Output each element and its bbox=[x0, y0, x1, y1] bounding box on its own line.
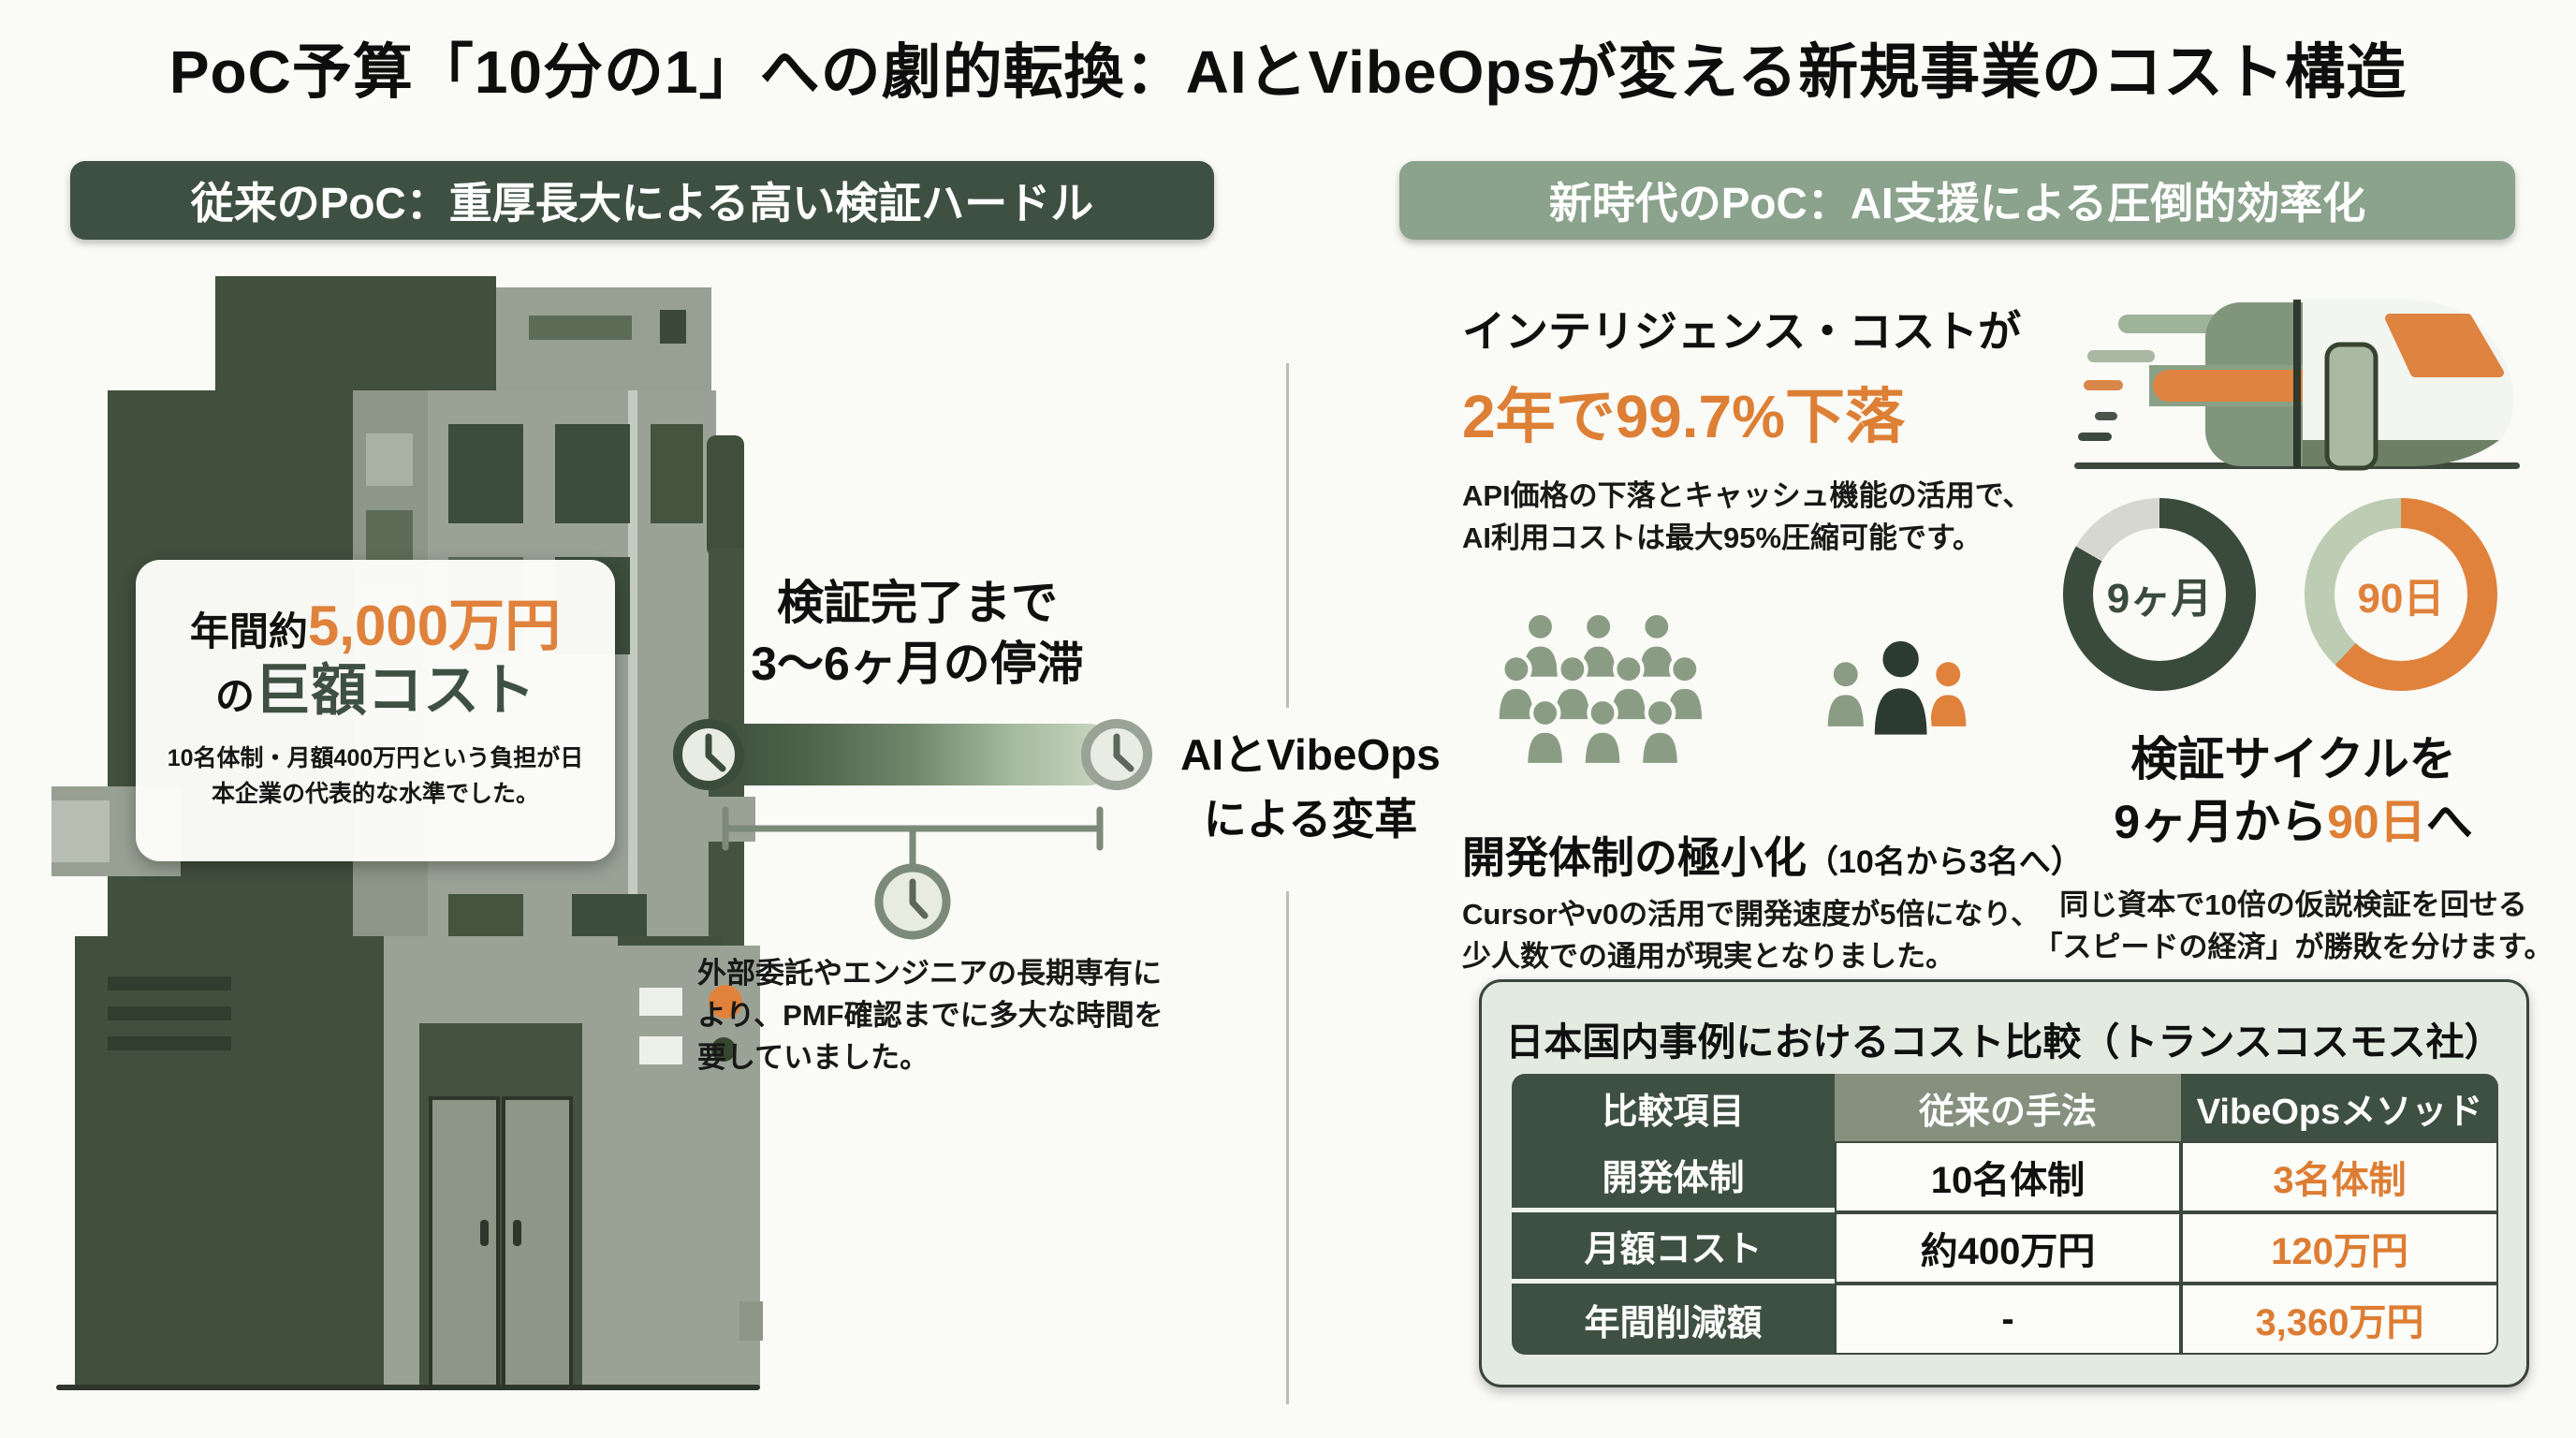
transform-label: AIとVibeOps による変革 bbox=[1165, 723, 1456, 852]
timeline-bracket bbox=[722, 806, 1104, 870]
timeline-illustration bbox=[673, 719, 1152, 940]
cost-comparison-card: 日本国内事例におけるコスト比較（トランスコスモス社） 比較項目 従来の手法 Vi… bbox=[1479, 979, 2529, 1387]
team-heading: 開発体制の極小化（10名から3名へ） bbox=[1462, 824, 2117, 886]
clock-icon-middle bbox=[874, 863, 951, 940]
annual-cost-card: 年間約5,000万円 の巨額コスト 10名体制・月額400万円という負担が日本企… bbox=[136, 560, 615, 861]
table-row-label: 年間削減額 bbox=[1512, 1284, 1835, 1355]
small-team-icon bbox=[1823, 637, 1970, 741]
table-cell-vibeops: 3,360万円 bbox=[2181, 1284, 2498, 1355]
table-header-legacy: 従来の手法 bbox=[1835, 1074, 2181, 1141]
clock-icon-start bbox=[673, 719, 744, 790]
annual-cost-line2: の巨額コスト bbox=[136, 658, 615, 723]
bullet-train-icon bbox=[2074, 300, 2520, 471]
cost-comparison-title: 日本国内事例におけるコスト比較（トランスコスモス社） bbox=[1505, 1020, 2503, 1064]
annual-cost-emphasis: 巨額コスト bbox=[255, 659, 535, 722]
team-description: Cursorやv0の活用で開発速度が5倍になり、 少人数での通用が現実となりまし… bbox=[1462, 898, 2041, 973]
team-heading-main: 開発体制の極小化 bbox=[1462, 833, 1807, 882]
cycle-heading: 検証サイクルを 9ヶ月から90日へ bbox=[2022, 728, 2565, 854]
legacy-section-banner-label: 従来のPoC：重厚長大による高い検証ハードル bbox=[190, 179, 1094, 227]
verification-delay-line2: 3〜6ヶ月の停滞 bbox=[751, 638, 1084, 690]
donut-before-label: 9ヶ月 bbox=[2106, 576, 2213, 622]
intelligence-highlight: 2年で99.7%下落 bbox=[1462, 383, 1906, 450]
donut-after-label: 90日 bbox=[2357, 576, 2445, 622]
timeline-bar bbox=[707, 724, 1119, 785]
table-cell-legacy: 約400万円 bbox=[1835, 1212, 2181, 1284]
section-divider-top bbox=[1286, 363, 1289, 708]
annual-cost-description: 10名体制・月額400万円という負担が日本企業の代表的な水準でした。 bbox=[167, 745, 584, 807]
table-header-item: 比較項目 bbox=[1512, 1074, 1835, 1141]
donut-after-chart: 90日 bbox=[2305, 498, 2497, 691]
table-row-label: 月額コスト bbox=[1512, 1212, 1835, 1284]
cycle-description: 同じ資本で10倍の仮説検証を回せる 「スピードの経済」が勝敗を分けます。 bbox=[2033, 888, 2554, 963]
verification-delay-heading: 検証完了まで 3〜6ヶ月の停滞 bbox=[711, 573, 1123, 695]
table-cell-vibeops: 120万円 bbox=[2181, 1212, 2498, 1284]
annual-cost-prefix: 年間約 bbox=[189, 609, 308, 653]
transform-line2: による変革 bbox=[1203, 795, 1418, 844]
factory-building-icon bbox=[51, 276, 763, 1390]
annual-cost-amount: 5,000万円 bbox=[307, 594, 562, 657]
cycle-heading-line1: 検証サイクルを bbox=[2130, 733, 2456, 785]
table-cell-legacy: 10名体制 bbox=[1835, 1141, 2181, 1212]
table-header-vibeops: VibeOpsメソッド bbox=[2181, 1074, 2498, 1141]
section-divider-bottom bbox=[1286, 891, 1289, 1404]
page-title: PoC予算「10分の1」への劇的転換：AIとVibeOpsが変える新規事業のコス… bbox=[168, 38, 2408, 106]
team-heading-note: （10名から3名へ） bbox=[1807, 844, 2083, 880]
table-cell-vibeops: 3名体制 bbox=[2181, 1141, 2498, 1212]
cycle-heading-line2: 9ヶ月から90日へ bbox=[2114, 796, 2473, 848]
legacy-section-banner: 従来のPoC：重厚長大による高い検証ハードル bbox=[70, 161, 1214, 240]
donut-before-chart: 9ヶ月 bbox=[2063, 498, 2256, 691]
intelligence-description: API価格の下落とキャッシュ機能の活用で、 AI利用コストは最大95%圧縮可能で… bbox=[1462, 479, 2032, 554]
intelligence-cost-block: インテリジェンス・コストが 2年で99.7%下落 API価格の下落とキャッシュ機… bbox=[1462, 298, 2069, 560]
intelligence-heading: インテリジェンス・コストが bbox=[1462, 307, 2022, 356]
transform-line1: AIとVibeOps bbox=[1180, 730, 1441, 779]
annual-cost-mid: の bbox=[214, 674, 255, 718]
clock-icon-end bbox=[1081, 719, 1152, 790]
table-cell-legacy: - bbox=[1835, 1284, 2181, 1355]
table-row-label: 開発体制 bbox=[1512, 1141, 1835, 1212]
annual-cost-line1: 年間約5,000万円 bbox=[136, 594, 615, 658]
modern-section-banner-label: 新時代のPoC：AI支援による圧倒的効率化 bbox=[1548, 179, 2366, 227]
timeline-note: 外部委託やエンジニアの長期専有により、PMF確認までに多大な時間を要していました… bbox=[697, 957, 1164, 1074]
cost-comparison-table: 比較項目 従来の手法 VibeOpsメソッド 開発体制 10名体制 3名体制 月… bbox=[1512, 1074, 2498, 1357]
crowd-icon bbox=[1496, 607, 1715, 801]
modern-section-banner: 新時代のPoC：AI支援による圧倒的効率化 bbox=[1399, 161, 2515, 240]
verification-delay-line1: 検証完了まで bbox=[777, 577, 1058, 629]
